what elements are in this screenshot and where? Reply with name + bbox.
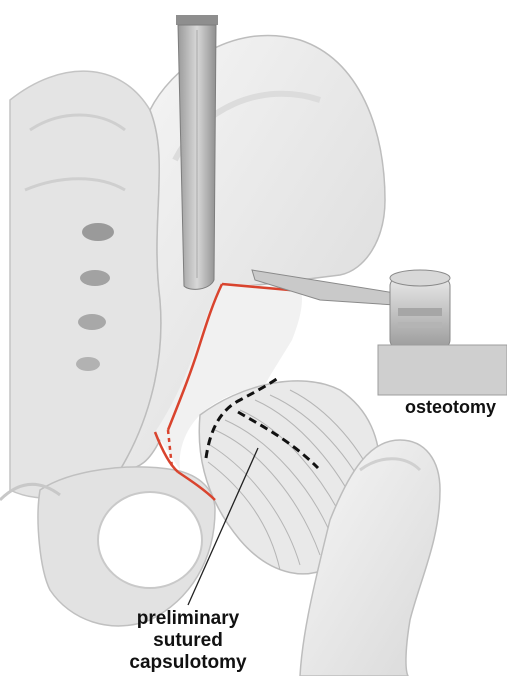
capsulotomy-label-line1: preliminary	[118, 608, 258, 630]
capsulotomy-label-line2: sutured	[118, 630, 258, 652]
capsulotomy-label-line3: capsulotomy	[118, 652, 258, 674]
capsulotomy-label: preliminary sutured capsulotomy	[118, 608, 258, 674]
osteotomy-label: osteotomy	[405, 396, 496, 418]
